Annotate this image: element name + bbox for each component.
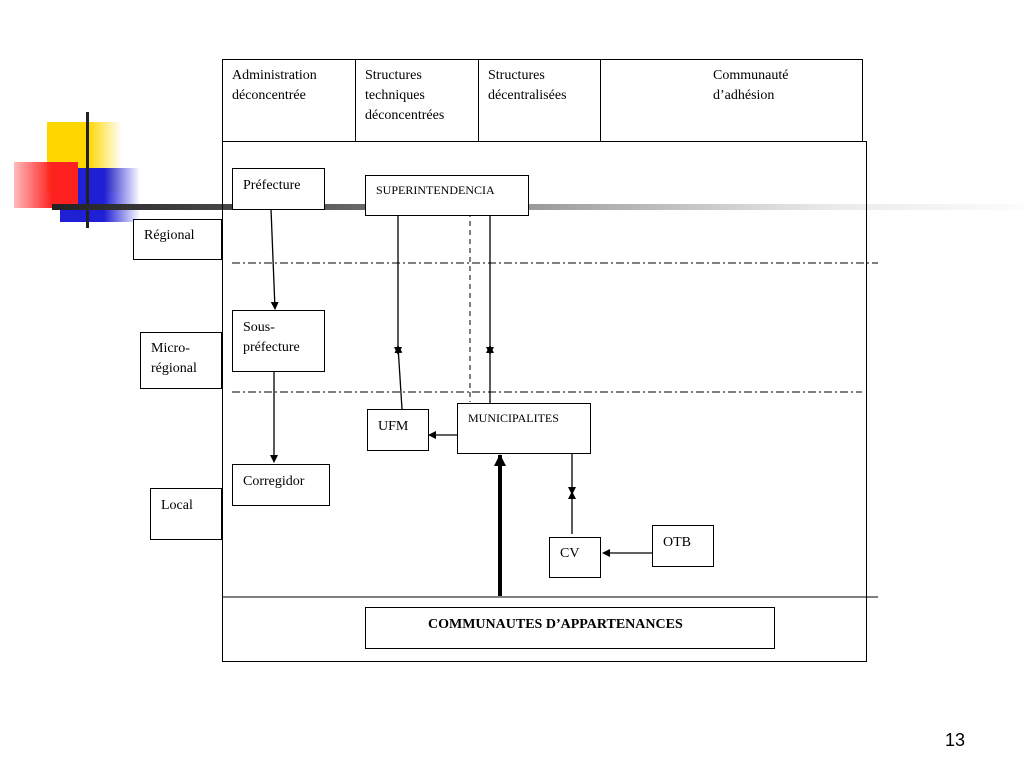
level-micro-regional: Micro-régional [140,332,222,389]
column-header-structures-techniques: Structures techniques déconcentrées [365,68,445,123]
level-local-label: Local [161,498,193,513]
slide-number: 13 [944,730,965,750]
node-corregidor-label: Corregidor [243,474,305,489]
level-regional: Régional [133,219,222,260]
node-superintendencia-label: SUPERINTENDENCIA [376,183,495,197]
node-communautes-label: COMMUNAUTES D’APPARTENANCES [428,617,683,632]
node-prefecture: Préfecture [232,168,325,210]
header-divider [600,59,601,142]
node-cv-label: CV [560,546,580,561]
vertical-line [86,112,89,228]
node-ufm-label: UFM [378,419,409,434]
node-municipalites-label: MUNICIPALITES [468,411,559,425]
node-superintendencia: SUPERINTENDENCIA [365,175,529,216]
node-prefecture-label: Préfecture [243,178,301,193]
header-divider [355,59,356,142]
arrow-ufm-up [394,345,403,410]
diagram-frame [222,141,867,662]
arrow-prefecture-sous-prefecture [270,208,279,310]
column-header-communaute: Communauté d’adhésion [713,68,789,103]
node-ufm: UFM [367,409,429,451]
red-square [14,162,78,208]
node-corregidor: Corregidor [232,464,330,506]
node-sous-prefecture-label: Sous-préfecture [243,320,300,355]
node-sous-prefecture: Sous-préfecture [232,310,325,372]
column-header-structures-decentralisees: Structures décentralisées [488,68,567,103]
level-micro-regional-label: Micro-régional [151,341,197,376]
column-header-administration: Administration déconcentrée [232,68,317,103]
level-regional-label: Régional [144,228,195,243]
horizontal-rule [52,204,1024,210]
node-otb-label: OTB [663,535,691,550]
level-local: Local [150,488,222,540]
node-cv: CV [549,537,601,578]
header-divider [478,59,479,142]
node-communautes: COMMUNAUTES D’APPARTENANCES [365,607,775,649]
corner-decoration [0,0,1024,240]
node-municipalites: MUNICIPALITES [457,403,591,454]
node-otb: OTB [652,525,714,567]
